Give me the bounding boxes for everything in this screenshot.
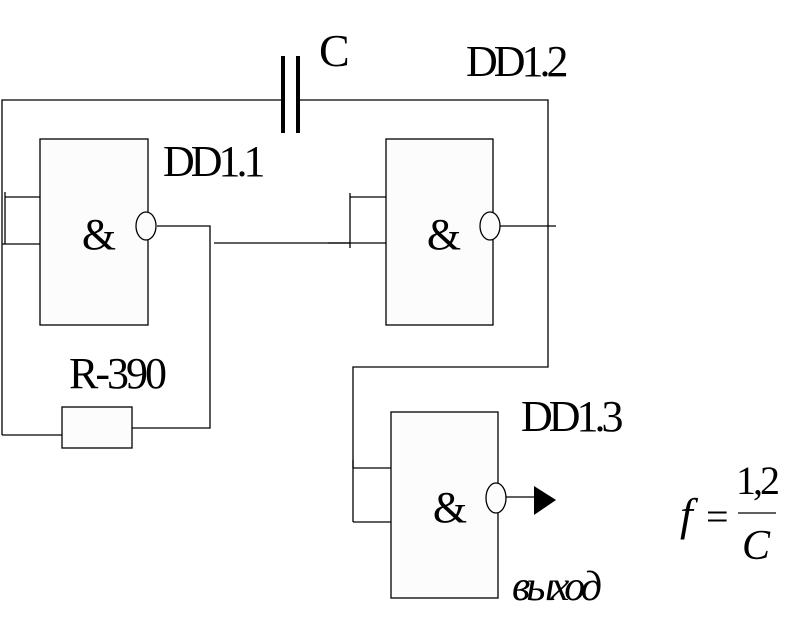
formula-variable: f — [680, 489, 699, 540]
gate-dd11-body — [39, 138, 149, 326]
wire-left-rail — [1, 99, 283, 435]
gate-dd12-symbol: & — [427, 210, 461, 259]
wire-dd11-output — [132, 225, 211, 429]
frequency-formula: f = 1,2 C — [680, 458, 781, 569]
resistor-label: R-390 — [69, 349, 166, 398]
wires — [1, 99, 556, 523]
gate-dd12: & — [385, 138, 501, 326]
gate-dd11-inverter-bubble — [135, 211, 157, 241]
capacitor-label: C — [319, 25, 350, 76]
gate-dd13-inverter-bubble — [485, 482, 507, 514]
gate-dd12-inverter-bubble — [479, 211, 501, 241]
gate-dd11-symbol: & — [82, 210, 116, 259]
gate-dd13-symbol: & — [433, 483, 467, 532]
wire-cap-to-dd13 — [300, 99, 549, 468]
gate-dd13-body — [390, 411, 499, 599]
gate-dd11: & — [39, 138, 157, 326]
gate-dd12-label: DD1.2 — [466, 37, 567, 86]
capacitor-symbol — [281, 56, 300, 133]
gate-dd11-label: DD1.1 — [163, 137, 264, 186]
formula-denominator: C — [742, 523, 771, 569]
resistor-symbol — [61, 406, 133, 449]
gate-dd13: & — [390, 411, 507, 599]
output-label: выход — [512, 564, 601, 610]
gate-dd12-body — [385, 138, 494, 326]
formula-equals: = — [706, 494, 729, 539]
gate-dd13-label: DD1.3 — [521, 392, 623, 441]
output-arrow-icon — [534, 486, 556, 515]
formula-numerator: 1,2 — [736, 458, 778, 503]
